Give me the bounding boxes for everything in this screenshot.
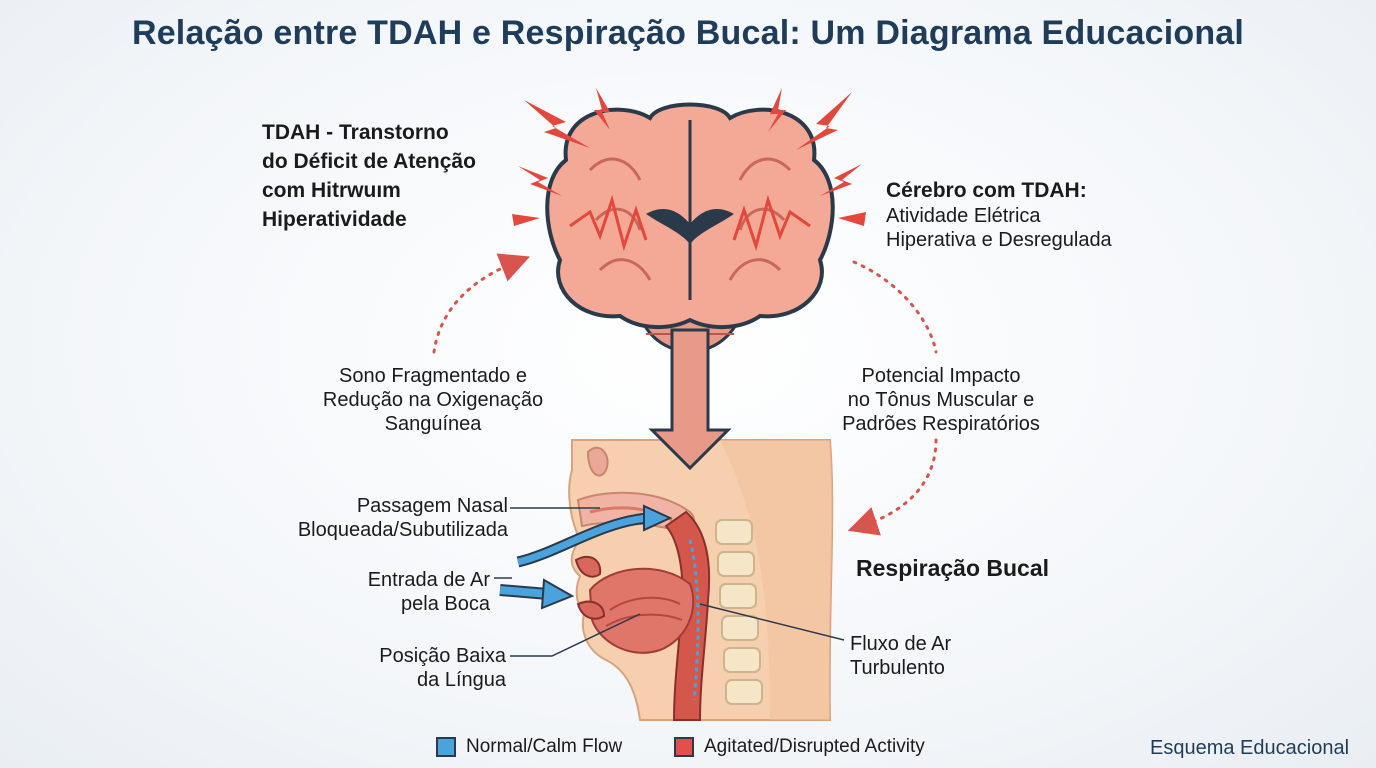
tongue bbox=[588, 567, 695, 654]
dotted-arrow-right-top bbox=[852, 260, 938, 354]
page-title: Relação entre TDAH e Respiração Bucal: U… bbox=[131, 14, 1245, 52]
tdah-heading-line3: com Hitrwuım bbox=[262, 179, 401, 202]
leader-lines bbox=[494, 507, 845, 657]
brain-activity-label: Cérebro com TDAH: Atividade Elétrica Hip… bbox=[886, 178, 1206, 252]
tdah-heading-line4: Hiperatividade bbox=[262, 208, 407, 231]
turbulent-flow-label: Fluxo de Ar Turbulento bbox=[850, 632, 1050, 680]
sleep-label-line2: Redução na Oxigenação bbox=[322, 389, 544, 411]
mouth-breathing-title: Respiração Bucal bbox=[856, 555, 1050, 581]
mouth-air-entry-label: Entrada de Ar pela Boca bbox=[330, 568, 490, 616]
legend-swatch-blue bbox=[436, 737, 456, 757]
calm-flow-arrows bbox=[499, 504, 673, 610]
cervical-spine bbox=[715, 519, 763, 705]
tdah-heading: TDAH - Transtorno do Déficit de Atenção … bbox=[262, 118, 522, 234]
dotted-arrow-right-bottom bbox=[847, 438, 938, 536]
lips bbox=[574, 555, 606, 620]
tongue-position-label: Posição Baixa da Língua bbox=[330, 644, 506, 692]
legend-item-agitated: Agitated/Disrupted Activity bbox=[674, 736, 925, 758]
legend-label-agitated: Agitated/Disrupted Activity bbox=[704, 736, 925, 757]
impact-label-line3: Padrões Respiratórios bbox=[842, 413, 1040, 435]
nasal-label-line2: Bloqueada/Subutilizada bbox=[297, 519, 508, 541]
legend-item-calm: Normal/Calm Flow bbox=[436, 736, 622, 758]
impact-label-line2: no Tônus Muscular e bbox=[847, 389, 1035, 411]
flow-label-line1: Fluxo de Ar bbox=[850, 633, 952, 655]
brain bbox=[545, 102, 835, 471]
tdah-heading-line2: do Déficit de Atenção bbox=[262, 150, 476, 173]
brain-label-line1: Atividade Elétrica bbox=[886, 205, 1041, 227]
sleep-label-line1: Sono Fragmentado e bbox=[339, 365, 527, 387]
mouth-label-line2: pela Boca bbox=[401, 593, 490, 615]
impact-label: Potencial Impacto no Tônus Muscular e Pa… bbox=[810, 364, 1072, 436]
lightning-bolts bbox=[512, 88, 866, 226]
tongue-label-line2: da Língua bbox=[417, 669, 506, 691]
brain-label-heading: Cérebro com TDAH: bbox=[886, 179, 1087, 202]
sleep-label: Sono Fragmentado e Redução na Oxigenação… bbox=[300, 364, 566, 436]
nasal-label-line1: Passagem Nasal bbox=[356, 495, 508, 517]
footer-caption: Esquema Educacional bbox=[1150, 737, 1350, 759]
tongue-label-line1: Posição Baixa bbox=[379, 645, 506, 667]
legend-label-calm: Normal/Calm Flow bbox=[466, 736, 623, 757]
tdah-heading-line1: TDAH - Transtorno bbox=[262, 121, 449, 144]
nasal-passage-label: Passagem Nasal Bloqueada/Subutilizada bbox=[270, 494, 508, 542]
flow-label-line2: Turbulento bbox=[850, 657, 945, 679]
brain-label-line2: Hiperativa e Desregulada bbox=[886, 229, 1112, 251]
mouth-label-line1: Entrada de Ar bbox=[367, 569, 490, 591]
dotted-arrow-left bbox=[432, 253, 530, 354]
sleep-label-line3: Sanguínea bbox=[384, 413, 482, 435]
legend-swatch-red bbox=[674, 737, 694, 757]
impact-label-line1: Potencial Impacto bbox=[861, 365, 1021, 387]
